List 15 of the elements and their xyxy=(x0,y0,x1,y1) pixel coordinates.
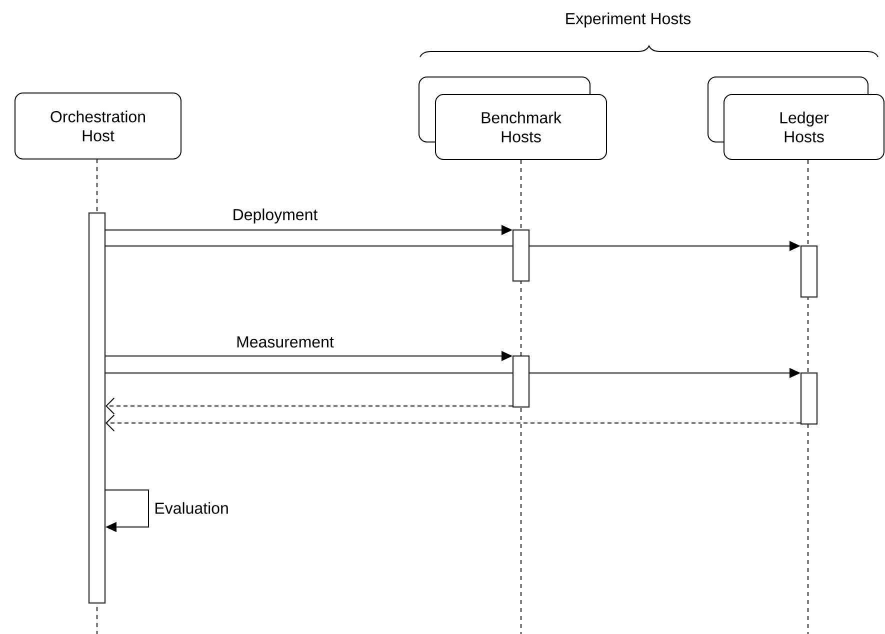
participant-box: Ledger Hosts xyxy=(708,76,884,160)
arrow xyxy=(106,414,802,432)
activation-bar xyxy=(88,212,106,604)
group-label: Experiment Hosts xyxy=(566,12,691,28)
activation-bar xyxy=(800,372,818,424)
activation-bar xyxy=(512,230,530,282)
activation-bar xyxy=(512,356,530,408)
activation-bar xyxy=(800,246,818,298)
edge-label: Deployment xyxy=(231,208,319,224)
arrow xyxy=(106,398,513,414)
arrow xyxy=(105,490,149,532)
participant-box: Benchmark Hosts xyxy=(418,76,607,160)
participant-box: Orchestration Host xyxy=(14,92,182,160)
edge-label: Measurement xyxy=(235,335,335,349)
edge-label: Evaluation xyxy=(153,501,230,515)
